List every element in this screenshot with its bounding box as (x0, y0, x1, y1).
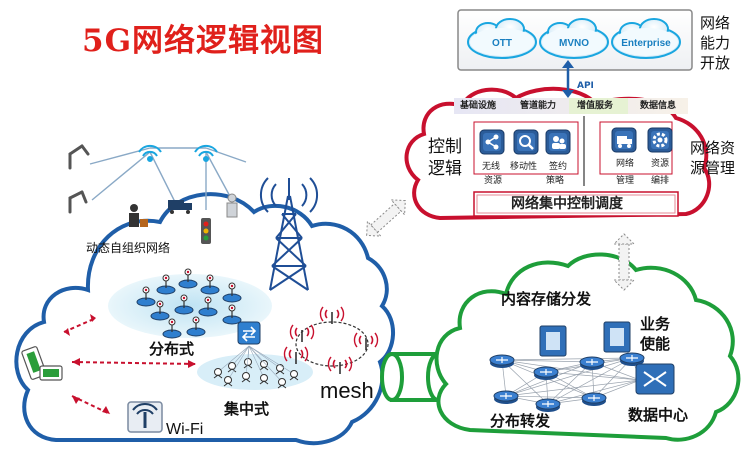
centralized-nodes (213, 345, 299, 389)
router-icon (535, 398, 561, 412)
storage-server-icon (539, 321, 631, 357)
magnifier-icon (513, 129, 539, 155)
datacenter-switch-icon (635, 363, 675, 395)
antenna-icon (283, 346, 309, 364)
distributed-nodes (136, 268, 242, 339)
distributed-label: 分布式 (149, 340, 195, 358)
function-subscription: 签约 (549, 162, 568, 172)
platform-cloud-enterprise: Enterprise (611, 18, 681, 59)
dynamic-network-label: 动态自组织网络 (86, 241, 171, 255)
distributed-forwarding-label: 分布转发 (490, 412, 551, 430)
mesh-label: mesh (320, 378, 374, 403)
core-cloud-outline (434, 252, 741, 442)
resource-management-label: 网络资 源管理 (690, 139, 736, 177)
centralized-node (248, 345, 287, 389)
distributed-node (156, 274, 176, 295)
terminal-device-icon (21, 346, 63, 381)
router-icon (493, 390, 519, 404)
control-logic-label: 控制 逻辑 (428, 137, 462, 179)
central-control-bar (473, 191, 679, 217)
control-function-icons (479, 127, 673, 155)
humanoid-robot-icon (226, 193, 238, 218)
truck-icon (168, 200, 192, 214)
category-value-added: 增值服务 (577, 101, 614, 111)
centralized-label: 集中式 (224, 400, 270, 418)
wifi-label: Wi-Fi (166, 421, 204, 438)
centralized-node (227, 345, 250, 373)
platform-label: MVNO (559, 38, 589, 49)
core-mesh-links (501, 357, 641, 405)
router-icon (619, 352, 645, 366)
router-icon (489, 354, 515, 368)
open-side-label: 网络 能力 开放 (700, 14, 731, 72)
centralized-node (248, 345, 299, 381)
distributed-node (162, 318, 182, 339)
mesh-antenna-icons (283, 306, 379, 374)
platform-cloud-mvno: MVNO (539, 18, 609, 59)
category-pipe-capability: 管道能力 (520, 101, 557, 111)
centralized-node (223, 345, 250, 387)
category-data-info: 数据信息 (640, 101, 677, 111)
users-icon (545, 129, 571, 155)
antenna-icon (319, 306, 345, 324)
router-icon (533, 366, 559, 380)
api-label: API (577, 81, 594, 91)
service-enable-label: 业务 使能 (640, 315, 671, 353)
inter-cloud-arrow-right (612, 233, 636, 291)
function-mobility: 移动性 (510, 162, 538, 172)
mesh-ring (295, 321, 369, 367)
platform-label: Enterprise (621, 38, 671, 49)
wifi-icon (127, 401, 163, 433)
distributed-node (198, 296, 218, 317)
core-router-icons (489, 352, 645, 412)
function-network: 网络 (616, 159, 635, 169)
distributed-node (178, 268, 198, 289)
centralized-node (213, 345, 250, 379)
sub-label-management: 管理 (616, 176, 635, 186)
category-infrastructure: 基础设施 (460, 101, 497, 111)
share-icon (479, 129, 505, 155)
platform-label: OTT (492, 38, 512, 49)
distributed-node (136, 286, 156, 307)
platform-cloud-ott: OTT (467, 18, 537, 59)
api-arrow (562, 60, 574, 98)
antenna-icon (289, 324, 315, 342)
traffic-light-icon (201, 218, 211, 244)
router-icon (579, 356, 605, 370)
worker-icon (129, 204, 148, 227)
antenna-icon (327, 356, 353, 374)
base-station-tower-icon (259, 177, 319, 291)
central-control-label: 网络集中控制调度 (511, 196, 623, 212)
truck-icon (611, 127, 637, 153)
hub-wifi-icon (138, 145, 218, 162)
router-icon (581, 392, 607, 406)
distributed-node (222, 304, 242, 325)
distributed-node (222, 282, 242, 303)
centralized-switch-icon (237, 321, 261, 345)
function-resource: 资源 (651, 159, 670, 169)
distributed-node (174, 294, 194, 315)
diagram-title: 5G网络逻辑视图 (82, 23, 325, 59)
gear-icon (647, 127, 673, 153)
distributed-node (200, 274, 220, 295)
function-wireless: 无线 (482, 162, 501, 172)
inter-cloud-arrow-left (366, 199, 406, 237)
robot-arm-icon (68, 144, 90, 214)
content-storage-label: 内容存储分发 (501, 290, 592, 308)
centralized-node (248, 345, 269, 385)
sub-label-policy: 策略 (546, 176, 565, 186)
distributed-node (186, 316, 206, 337)
antenna-icon (353, 332, 379, 350)
distributed-node (150, 300, 170, 321)
datacenter-label: 数据中心 (628, 406, 689, 424)
sub-label-orchestration: 编排 (651, 176, 670, 186)
centralized-node (241, 345, 251, 383)
sub-label-resource: 资源 (484, 176, 503, 186)
